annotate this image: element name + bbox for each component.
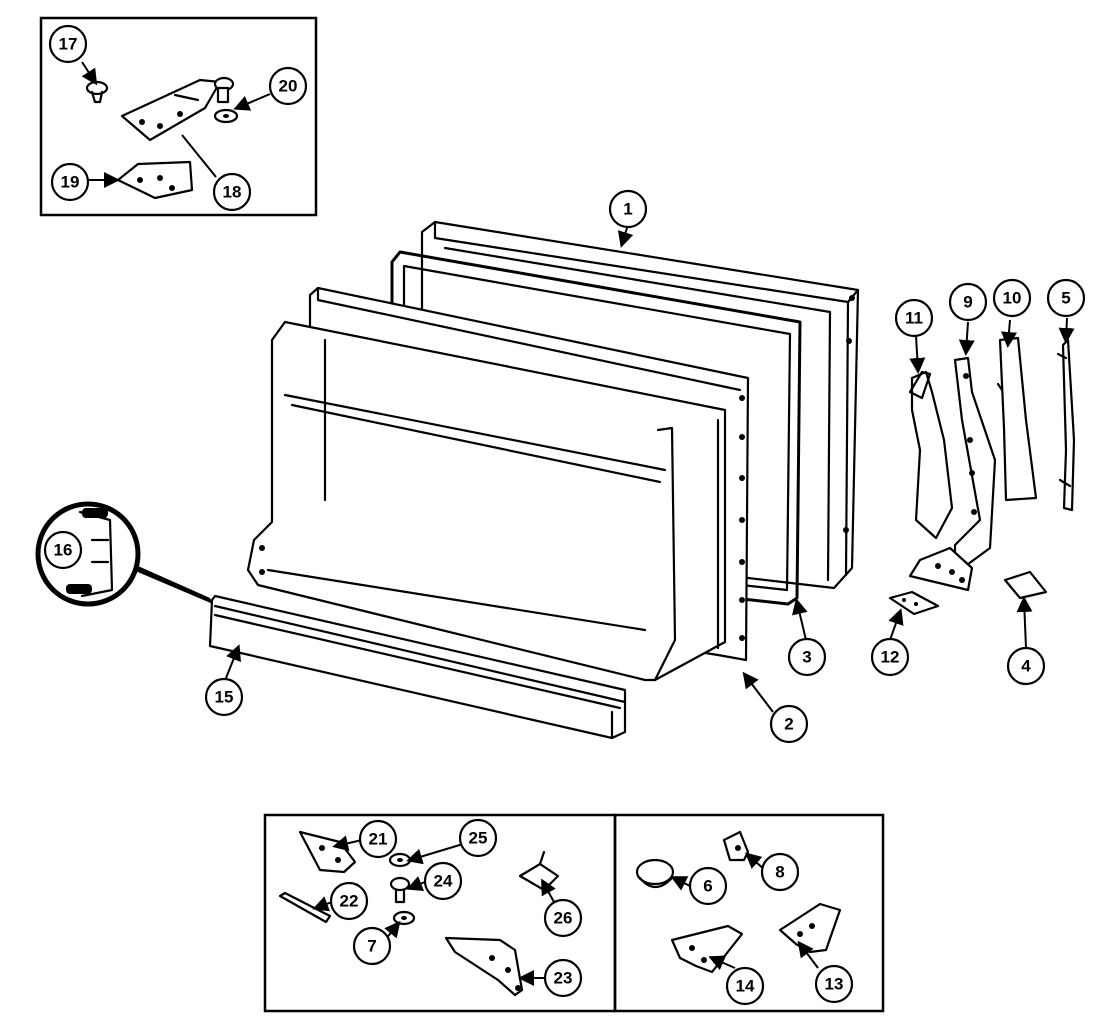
- callout-23-label: 23: [554, 969, 573, 988]
- callout-11: 11: [894, 298, 934, 338]
- plug-inset-box: [613, 813, 885, 1013]
- left-trim-piece-part: [670, 924, 744, 974]
- callout-25-label: 25: [469, 829, 488, 848]
- clip-bracket-part: [518, 850, 560, 892]
- callout-24: 24: [423, 861, 463, 901]
- plug-part: [635, 858, 675, 889]
- callout-5: 5: [1046, 278, 1086, 318]
- hinge-inset-box: [39, 16, 318, 217]
- push-nut-part: [722, 830, 750, 862]
- callout-16-label: 16: [54, 541, 73, 560]
- callout-26: 26: [543, 898, 583, 938]
- handle-insert-part: [1056, 338, 1076, 512]
- inner-door-liner: [246, 286, 750, 682]
- top-washer-part: [388, 852, 412, 868]
- callout-11-label: 11: [905, 309, 923, 328]
- hinge-plate-part: [120, 76, 235, 142]
- callout-3: 3: [787, 637, 827, 677]
- callout-14: 14: [725, 966, 765, 1006]
- shelf-bar: [208, 594, 627, 740]
- callout-21-label: 21: [369, 830, 388, 849]
- callout-12: 12: [870, 637, 910, 677]
- callout-16: 16: [43, 530, 83, 570]
- leader-lines: [81, 61, 1075, 986]
- shelf-clip-detail: [35, 501, 213, 607]
- callout-4-label: 4: [1021, 657, 1031, 676]
- callout-13-label: 13: [825, 975, 844, 994]
- callout-1: 1: [608, 189, 648, 229]
- door-stop-bracket-part: [298, 830, 357, 874]
- callout-6-label: 6: [703, 877, 712, 896]
- handle-spacer-part: [888, 590, 940, 616]
- callout-20: 20: [268, 66, 308, 106]
- callout-26-label: 26: [554, 909, 573, 928]
- callout-5-label: 5: [1061, 289, 1070, 308]
- callout-2: 2: [769, 704, 809, 744]
- callout-21: 21: [358, 819, 398, 859]
- door-stop-arm-part: [278, 891, 332, 924]
- callout-15: 15: [204, 677, 244, 717]
- hinge-washer-part: [213, 108, 239, 124]
- bottom-washer-part: [392, 910, 416, 926]
- callout-4: 4: [1006, 646, 1046, 686]
- callout-19-label: 19: [61, 173, 80, 192]
- callout-19: 19: [50, 162, 90, 202]
- callout-18: 18: [212, 172, 252, 212]
- handle-end-cap-part: [1003, 570, 1048, 600]
- callout-1-label: 1: [623, 200, 632, 219]
- callout-17-label: 17: [59, 35, 78, 54]
- callout-7-label: 7: [367, 937, 376, 956]
- callout-3-label: 3: [802, 648, 811, 667]
- callout-10-label: 10: [1003, 289, 1022, 308]
- callout-2-label: 2: [784, 715, 793, 734]
- callout-13: 13: [814, 964, 854, 1004]
- callout-9-label: 9: [963, 293, 972, 312]
- callout-15-label: 15: [215, 688, 234, 707]
- callout-25: 25: [458, 818, 498, 858]
- callout-10: 10: [992, 278, 1032, 318]
- callout-22: 22: [329, 881, 369, 921]
- callout-8: 8: [760, 852, 800, 892]
- callout-23: 23: [543, 958, 583, 998]
- callout-7: 7: [352, 926, 392, 966]
- right-trim-piece-part: [778, 902, 842, 954]
- handle-trim-strip-part: [996, 336, 1038, 502]
- callout-24-label: 24: [434, 872, 453, 891]
- callout-22-label: 22: [340, 892, 359, 911]
- handle-cover-part: [908, 370, 954, 540]
- callout-8-label: 8: [775, 863, 784, 882]
- callout-9: 9: [948, 282, 988, 322]
- handle-bracket-part: [908, 356, 997, 592]
- callout-12-label: 12: [881, 648, 900, 667]
- screw-part: [389, 876, 411, 904]
- callout-18-label: 18: [223, 183, 242, 202]
- hinge-shim-part: [116, 160, 194, 200]
- callout-14-label: 14: [736, 977, 755, 996]
- callout-17: 17: [48, 24, 88, 64]
- callout-20-label: 20: [279, 77, 298, 96]
- latch-bracket-part: [444, 936, 524, 997]
- callout-6: 6: [688, 866, 728, 906]
- hinge-screw-part: [85, 80, 109, 104]
